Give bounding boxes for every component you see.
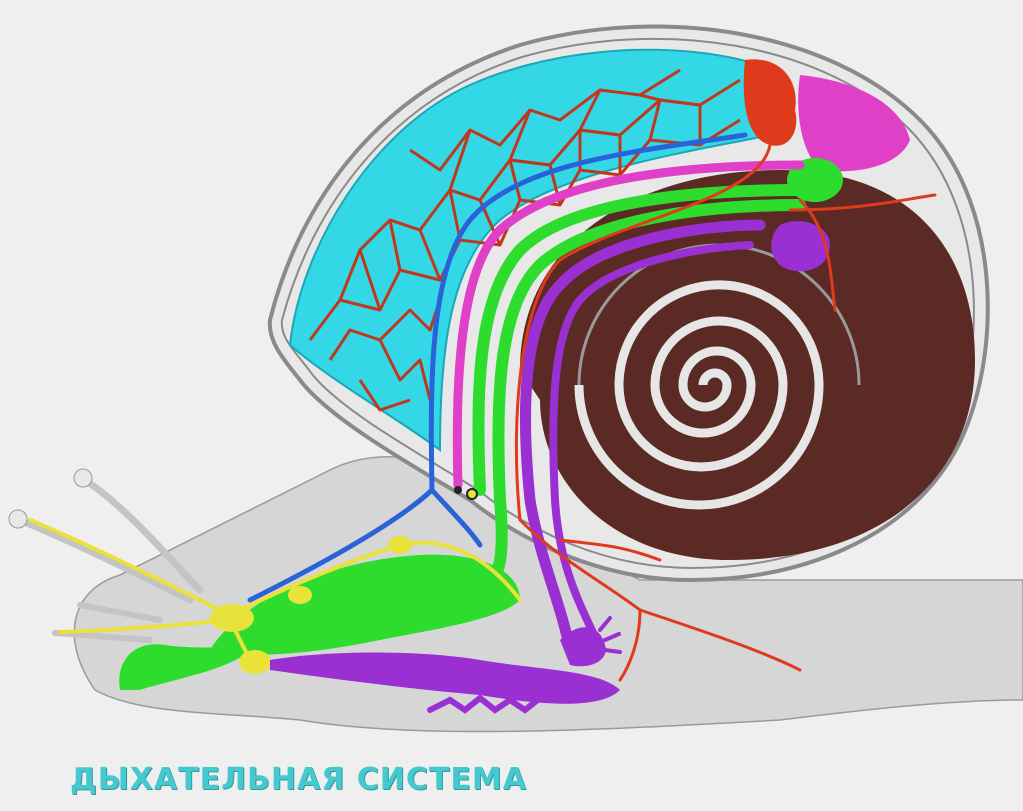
kidney <box>798 75 910 171</box>
diagram-caption: ДЫХАТЕЛЬНАЯ СИСТЕМА <box>70 762 527 797</box>
